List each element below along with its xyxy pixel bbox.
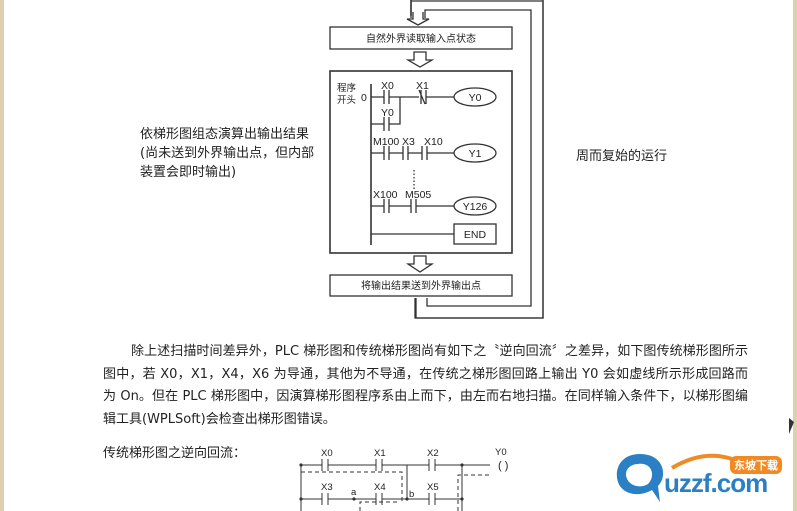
ladder-label: X3 [321, 482, 333, 493]
coil-label: Y1 [469, 148, 482, 160]
ladder-label: X5 [427, 482, 439, 493]
body-paragraph: 除上述扫描时间差异外，PLC 梯形图和传统梯形图尚有如下之〝逆向回流〞之差异，如… [103, 344, 748, 427]
write-outputs-label: 将输出结果送到外界输出点 [361, 279, 481, 292]
section-heading: 传统梯形图之逆向回流： [103, 446, 247, 461]
watermark-logo: 东坡下载 uzzf.com [612, 448, 787, 503]
contact-label: X10 [424, 136, 443, 148]
left-note-line: (尚未送到外界输出点，但内部 [140, 146, 315, 161]
coil-label: Y0 [469, 92, 482, 104]
svg-text:( ): ( ) [498, 460, 508, 472]
page-edge-right [793, 0, 797, 511]
program-start-label-2: 开头 [337, 94, 356, 106]
contact-label: X100 [373, 189, 398, 201]
scan-cycle-diagram: 自然外界读取输入点状态 将输出结果送到外界输出点 程序 开头 0 X0 X1 Y… [329, 0, 544, 319]
right-note: 周而复始的运行 [576, 149, 668, 164]
logo-brand: uzzf.com [664, 468, 768, 498]
contact-label: M100 [373, 136, 399, 148]
read-inputs-label: 自然外界读取输入点状态 [366, 32, 476, 45]
ladder-label: X2 [427, 448, 439, 459]
program-start-label: 程序 [337, 82, 357, 94]
end-label: END [464, 229, 487, 241]
mouse-cursor-icon [789, 418, 794, 434]
contact-label: X0 [381, 80, 394, 92]
coil-label: Y126 [463, 201, 488, 213]
ladder-label: b [409, 489, 414, 500]
left-note-line: 依梯形图组态演算出输出结果 [140, 127, 310, 142]
page-edge-left [0, 0, 4, 511]
left-note: 依梯形图组态演算出输出结果 (尚未送到外界输出点，但内部 装置会即时输出) [140, 125, 314, 182]
ladder-label: a [351, 487, 357, 498]
ladder-label: Y0 [495, 447, 507, 458]
ladder-label: X1 [374, 448, 386, 459]
contact-label: X1 [416, 80, 429, 92]
rung-number: 0 [361, 92, 367, 104]
contact-label: M505 [405, 189, 431, 201]
ladder-label: X0 [321, 448, 333, 459]
ladder-label: X4 [374, 482, 386, 493]
contact-label: Y0 [381, 107, 394, 119]
left-note-line: 装置会即时输出) [140, 165, 237, 180]
logo-tag: 东坡下载 [730, 456, 782, 474]
contact-label: X3 [402, 136, 415, 148]
reverse-flow-ladder: X0 X1 X2 Y0 X3 a X4 b X5 ( ) [299, 447, 508, 511]
